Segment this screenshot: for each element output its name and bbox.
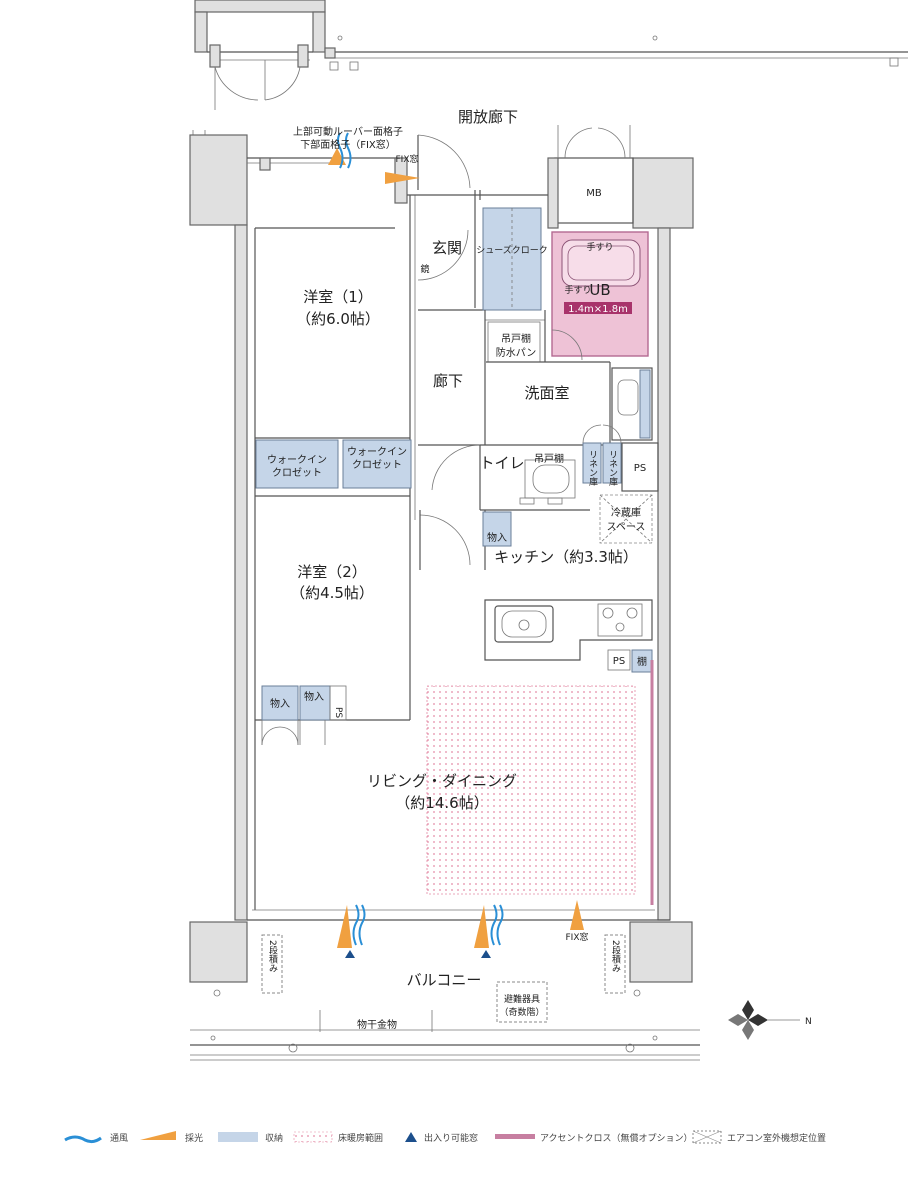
evac-line1: 避難器具 xyxy=(504,993,540,1005)
evac-line2: （奇数階） xyxy=(499,1006,544,1018)
western1-size: （約6.0帖） xyxy=(296,310,380,328)
handrail-left-label: 手すり xyxy=(564,284,591,296)
living-name: リビング・ダイニング xyxy=(367,772,517,790)
ps-2-label: PS xyxy=(613,656,625,667)
balcony-area xyxy=(190,900,700,1061)
washroom-label: 洗面室 xyxy=(524,384,569,402)
mirror-label: 鏡 xyxy=(420,263,429,275)
fridge-line2: スペース xyxy=(607,522,646,533)
stack-left-label: 2段積み xyxy=(267,940,278,973)
outer-walls xyxy=(189,125,694,983)
interior-walls xyxy=(252,134,659,911)
hall-label: 廊下 xyxy=(433,372,463,390)
linen-1-label: リネン庫 xyxy=(587,450,598,487)
compass-n-label: N xyxy=(805,1017,812,1027)
linen-2-label: リネン庫 xyxy=(607,450,618,487)
legend-accent: アクセントクロス（無償オプション） xyxy=(540,1132,693,1144)
accent-line xyxy=(495,1134,535,1139)
compass-icon: N xyxy=(728,1000,812,1040)
legend-light: 採光 xyxy=(185,1132,203,1144)
living-size: （約14.6帖） xyxy=(395,794,488,812)
wic2-line1: ウォークイン xyxy=(347,446,407,458)
legend-ac: エアコン室外機想定位置 xyxy=(727,1132,826,1144)
floor-heating-swatch xyxy=(293,1131,333,1143)
kitchen-label: キッチン（約3.3帖） xyxy=(494,548,638,566)
toilet-label: トイレ xyxy=(479,454,524,472)
triangle-icon xyxy=(405,1132,417,1142)
laundry-label: 物干金物 xyxy=(357,1018,397,1031)
wic1-line1: ウォークイン xyxy=(267,454,327,466)
mb-label: MB xyxy=(586,188,602,199)
storage-b-label: 物入 xyxy=(304,690,324,703)
ps-3-label: PS xyxy=(333,707,343,718)
hanging-shelf-1: 吊戸棚 xyxy=(501,332,531,345)
corridor-label: 開放廊下 xyxy=(458,108,518,126)
ac-unit-icon xyxy=(692,1130,722,1144)
fix-window-bottom: FIX窓 xyxy=(566,931,589,943)
ub-size-label: 1.4m×1.8m xyxy=(568,304,628,315)
kitchen-storage-label: 物入 xyxy=(487,531,507,544)
storage-a-label: 物入 xyxy=(270,697,290,710)
light-icon xyxy=(140,1131,176,1140)
louver-label-2: 下部面格子（FIX窓） xyxy=(300,138,396,151)
legend-floor-heating: 床暖房範囲 xyxy=(338,1132,383,1144)
ub-label: UB xyxy=(589,281,610,299)
western2-name: 洋室（2） xyxy=(297,563,367,581)
balcony-label: バルコニー xyxy=(407,971,482,989)
ps-1-label: PS xyxy=(634,463,646,474)
legend-door-window: 出入り可能窓 xyxy=(424,1132,478,1144)
storage-swatch xyxy=(218,1132,258,1142)
western1-name: 洋室（1） xyxy=(303,288,373,306)
shelf-label: 棚 xyxy=(637,655,647,668)
top-structure xyxy=(192,0,908,160)
waterproof-pan: 防水パン xyxy=(496,346,537,359)
louver-label-1: 上部可動ルーバー面格子 xyxy=(293,125,403,138)
shoes-closet-label: シューズクローク xyxy=(476,244,548,256)
legend-wind: 通風 xyxy=(110,1133,128,1144)
wic2-line2: クロゼット xyxy=(352,459,402,471)
western2-size: （約4.5帖） xyxy=(290,584,374,602)
hanging-shelf-2: 吊戸棚 xyxy=(534,452,564,465)
handrail-top-label: 手すり xyxy=(586,241,613,253)
fix-window-vertical: FIX窓 xyxy=(396,153,419,165)
legend: 通風 採光 収納 床暖房範囲 出入り可能窓 アクセントクロス（無償オプション） … xyxy=(64,1130,826,1144)
fridge-line1: 冷蔵庫 xyxy=(611,506,641,519)
room-labels: 上部可動ルーバー面格子 下部面格子（FIX窓） FIX窓 MB 玄関 鏡 シュー… xyxy=(267,125,647,1031)
wic1-line2: クロゼット xyxy=(272,467,322,479)
legend-storage: 収納 xyxy=(265,1132,283,1144)
stack-right-label: 2段積み xyxy=(610,940,621,973)
entrance-label: 玄関 xyxy=(432,239,462,257)
wind-icon xyxy=(64,1135,102,1144)
